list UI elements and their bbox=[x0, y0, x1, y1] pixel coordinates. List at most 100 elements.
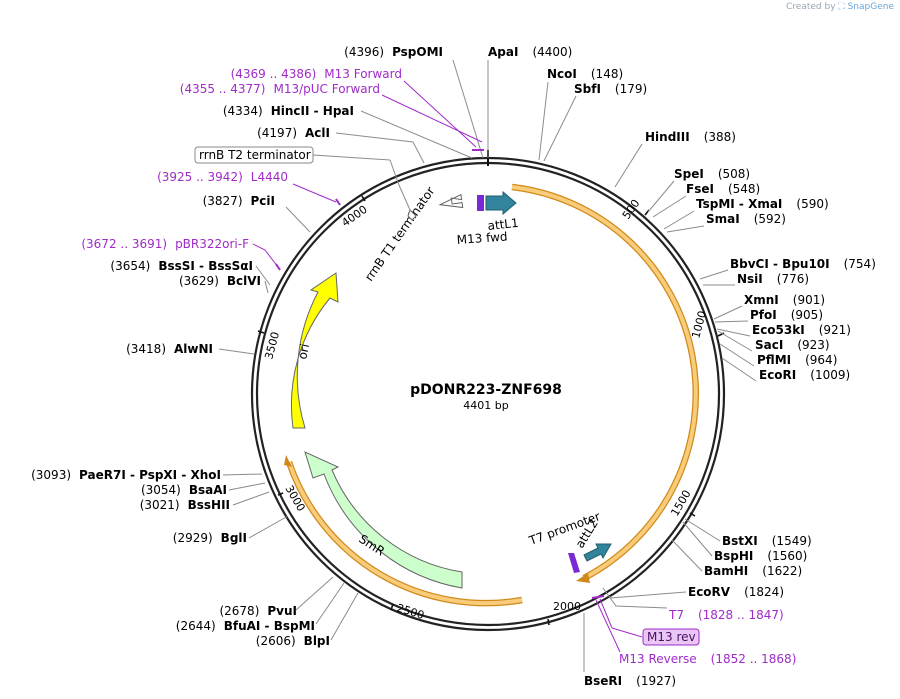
leader-xhoi bbox=[222, 473, 263, 476]
primer-range: (1852 .. 1868) bbox=[711, 652, 797, 666]
site-bbvci-bpu10i[interactable]: BbvCI - Bpu10I(754) bbox=[730, 257, 876, 271]
rrnB-T2-feature: rrnB T2 terminator bbox=[194, 146, 417, 221]
site-name: BssSI - BssSαI bbox=[158, 259, 253, 273]
primer-l4440[interactable]: (3925 .. 3942)L4440 bbox=[157, 170, 288, 184]
site-pos: (2929) bbox=[173, 531, 213, 545]
site-name: PspOMI bbox=[392, 45, 443, 59]
leader-acli bbox=[335, 132, 425, 164]
site-fsei[interactable]: FseI (548) bbox=[686, 182, 760, 196]
site-pspomi[interactable]: (4396)PspOMI bbox=[344, 45, 443, 59]
smr-arrow bbox=[304, 451, 463, 589]
site-name: BseRI bbox=[584, 674, 622, 688]
site-name: SacI bbox=[755, 338, 783, 352]
site-bclvi[interactable]: (3629)BclVI bbox=[179, 274, 261, 288]
tick-label: 1000 bbox=[689, 309, 709, 339]
site-name: XmnI bbox=[744, 293, 779, 307]
site-spei[interactable]: SpeI(508) bbox=[674, 167, 750, 181]
site-bstxi[interactable]: BstXI(1549) bbox=[722, 534, 812, 548]
site-bfuai-bspmi[interactable]: (2644)BfuAI - BspMI bbox=[176, 619, 315, 633]
primer-m13puc-forward[interactable]: (4355 .. 4377)M13/pUC Forward bbox=[180, 82, 380, 96]
site-pvui[interactable]: (2678)PvuI bbox=[219, 604, 297, 618]
site-eco53ki[interactable]: Eco53kI(921) bbox=[752, 323, 851, 337]
site-pos: (3021) bbox=[140, 498, 180, 512]
leader-bamhi bbox=[671, 539, 703, 572]
site-name: BsaAI bbox=[189, 483, 227, 497]
tick-label: 2000 bbox=[553, 600, 581, 613]
primer-pbr322ori-f[interactable]: (3672 .. 3691)pBR322ori-F bbox=[81, 237, 249, 251]
rrnB-T1-arrow bbox=[438, 193, 464, 209]
site-name: FseI bbox=[686, 182, 714, 196]
primer-m13-forward[interactable]: (4369 .. 4386)M13 Forward bbox=[231, 67, 402, 81]
credit-brand: SnapGene bbox=[847, 2, 894, 12]
site-labels: (4396)PspOMI ApaI(4400) NcoI (148) SbfI(1… bbox=[31, 45, 876, 688]
site-hindiii[interactable]: HindIII(388) bbox=[645, 130, 736, 144]
primer-t7[interactable]: T7(1828 .. 1847) bbox=[668, 608, 784, 622]
primer-m13-rev[interactable]: M13 rev bbox=[647, 630, 696, 644]
leader-ncoi bbox=[538, 81, 549, 161]
site-name: SmaI bbox=[706, 212, 740, 226]
site-pos: (548) bbox=[728, 182, 760, 196]
site-pcii[interactable]: (3827)PciI bbox=[203, 194, 275, 208]
site-name: AclI bbox=[305, 126, 330, 140]
smr-label: SmR bbox=[356, 532, 387, 559]
plasmid-name: pDONR223-ZNF698 bbox=[410, 382, 562, 398]
site-pos: (1560) bbox=[767, 549, 807, 563]
leader-alwni bbox=[218, 348, 255, 355]
site-bamhi[interactable]: BamHI(1622) bbox=[704, 564, 802, 578]
site-bsshii[interactable]: (3021)BssHII bbox=[140, 498, 230, 512]
site-xhoi[interactable]: (3093)PaeR7I - PspXI - XhoI bbox=[31, 468, 221, 482]
site-name: EcoRV bbox=[688, 585, 731, 599]
site-name: PciI bbox=[251, 194, 276, 208]
site-bsssi[interactable]: (3654)BssSI - BssSαI bbox=[110, 259, 253, 273]
site-tspmi-xmai[interactable]: TspMI - XmaI(590) bbox=[696, 197, 829, 211]
attL2-arrow bbox=[583, 543, 612, 562]
leader-pfoi bbox=[714, 320, 749, 323]
leader-bsaai bbox=[228, 482, 266, 491]
site-ncoi[interactable]: NcoI (148) bbox=[547, 67, 623, 81]
site-pflmi[interactable]: PflMI(964) bbox=[757, 353, 837, 367]
leader-pbr322ori-f bbox=[252, 243, 279, 268]
leader-sbfi bbox=[543, 95, 577, 162]
leader-m13puc-forward bbox=[381, 94, 483, 143]
site-smai[interactable]: SmaI (592) bbox=[706, 212, 786, 226]
site-acli[interactable]: (4197) AclI bbox=[257, 126, 330, 140]
site-pos: (388) bbox=[704, 130, 736, 144]
m13-fwd-label: M13 fwd bbox=[456, 229, 508, 247]
leader-blpi bbox=[330, 592, 359, 641]
leader-smai bbox=[666, 225, 705, 233]
site-pos: (592) bbox=[754, 212, 786, 226]
leader-pvui bbox=[295, 576, 334, 611]
site-pos: (1824) bbox=[744, 585, 784, 599]
site-alwni[interactable]: (3418)AlwNI bbox=[126, 342, 213, 356]
site-hincii-hpai[interactable]: (4334)HincII - HpaI bbox=[223, 104, 354, 118]
site-name: BbvCI - Bpu10I bbox=[730, 257, 830, 271]
site-name: NcoI bbox=[547, 67, 577, 81]
leader-bstxi bbox=[684, 518, 721, 542]
site-ecori[interactable]: EcoRI(1009) bbox=[759, 368, 850, 382]
site-bsphi[interactable]: BspHI(1560) bbox=[714, 549, 807, 563]
site-apai[interactable]: ApaI(4400) bbox=[488, 45, 572, 59]
site-nsii[interactable]: NsiI(776) bbox=[737, 272, 809, 286]
pbr322-mark bbox=[275, 263, 281, 271]
site-sbfi[interactable]: SbfI(179) bbox=[574, 82, 647, 96]
site-blpi[interactable]: (2606)BlpI bbox=[256, 634, 330, 648]
primer-range: (4369 .. 4386) bbox=[231, 67, 317, 81]
site-pos: (3054) bbox=[141, 483, 181, 497]
site-ecorv[interactable]: EcoRV (1824) bbox=[688, 585, 784, 599]
primer-range: (4355 .. 4377) bbox=[180, 82, 266, 96]
site-pos: (148) bbox=[591, 67, 623, 81]
site-bgli[interactable]: (2929)BglI bbox=[173, 531, 247, 545]
primer-name: T7 bbox=[668, 608, 684, 622]
credit-prefix: Created by bbox=[786, 2, 836, 12]
rrnB-T2-label: rrnB T2 terminator bbox=[199, 148, 311, 162]
l4440-mark bbox=[335, 198, 341, 206]
site-bsaai[interactable]: (3054) BsaAI bbox=[141, 483, 227, 497]
site-pfoi[interactable]: PfoI(905) bbox=[750, 308, 823, 322]
site-xmni[interactable]: XmnI(901) bbox=[744, 293, 825, 307]
site-pos: (4197) bbox=[257, 126, 297, 140]
site-name: BclVI bbox=[227, 274, 261, 288]
site-bseri[interactable]: BseRI(1927) bbox=[584, 674, 676, 688]
primer-leaders bbox=[252, 80, 643, 653]
primer-m13-reverse[interactable]: M13 Reverse(1852 .. 1868) bbox=[619, 652, 796, 666]
site-saci[interactable]: SacI(923) bbox=[755, 338, 830, 352]
